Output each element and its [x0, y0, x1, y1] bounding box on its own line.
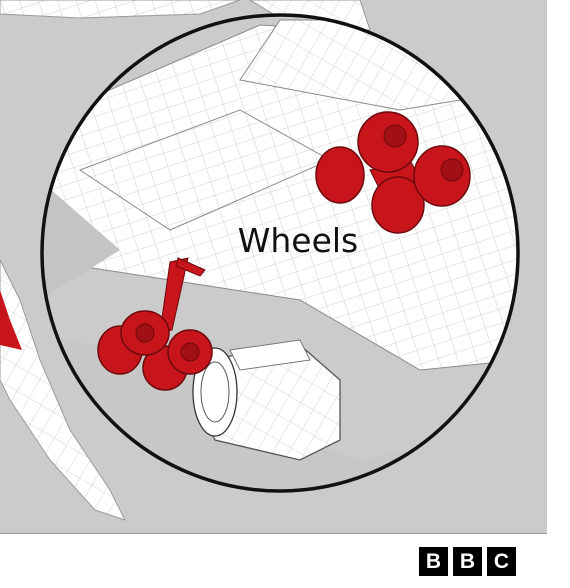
footer: B B C — [0, 534, 547, 588]
tail-red-accent — [0, 290, 22, 350]
wheels-label: Wheels — [238, 221, 359, 260]
footer-divider — [0, 533, 547, 534]
right-margin — [547, 0, 570, 588]
bbc-logo: B B C — [419, 547, 516, 576]
front-wheels — [97, 310, 213, 391]
callout-circle-content: Wheels — [42, 15, 518, 491]
engine-nacelle — [192, 339, 341, 461]
aircraft-wireframe-graphic: Wheels — [0, 0, 520, 521]
main-wheels — [315, 111, 471, 234]
nose-gear-strut — [159, 257, 206, 333]
aircraft-illustration: Wheels — [0, 0, 547, 533]
bbc-logo-block-1: B — [419, 547, 448, 576]
callout-circle-outline — [40, 13, 520, 493]
bbc-logo-block-3: C — [487, 547, 516, 576]
bbc-logo-block-2: B — [453, 547, 482, 576]
